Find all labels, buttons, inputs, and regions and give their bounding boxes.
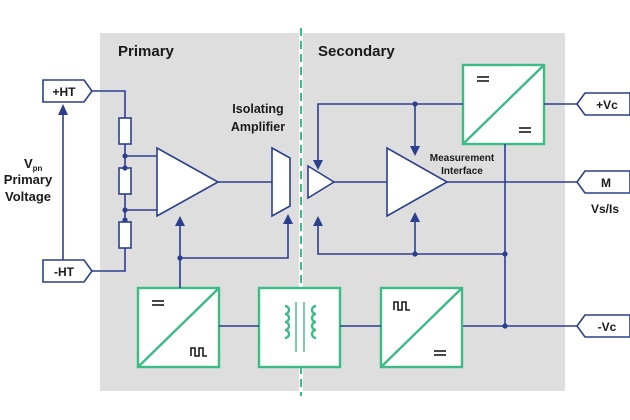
junction-dot [412, 251, 418, 257]
junction-dot [412, 101, 418, 107]
ht-wire-top [92, 90, 126, 118]
arrow-to-receiver [313, 160, 323, 170]
arrow-to-amplifier-top [410, 146, 420, 156]
minus-vc-terminal [576, 314, 630, 338]
m-output-terminal [576, 170, 630, 194]
arrow-to-receiver-bottom [313, 216, 323, 226]
resistor-1 [118, 117, 132, 145]
pulse-output-glyph [190, 347, 207, 357]
primary-amplifier [156, 146, 220, 218]
arrow-to-primary-amp [175, 216, 185, 226]
plus-vc-terminal [576, 92, 630, 116]
arrow-to-isolator [283, 214, 293, 224]
primary-voltage-label-1: Primary [4, 172, 53, 187]
junction-dot [177, 255, 183, 261]
minus-vc-label: -Vc [598, 320, 617, 334]
junction-dot [122, 217, 128, 223]
minus-ht-terminal [42, 259, 93, 283]
transformer-primary-coil [284, 304, 291, 340]
isolating-amplifier-block [271, 146, 291, 218]
junction-dot [502, 323, 508, 329]
vs-is-label: Vs/Is [591, 202, 619, 216]
converter-bottom-left-diagonal [137, 287, 220, 368]
secondary-return-rail [317, 222, 505, 255]
primary-supply-rail [179, 222, 289, 288]
plus-ht-terminal [42, 79, 93, 103]
secondary-receiver [307, 164, 336, 200]
dc-converter-top-diagonal [462, 64, 545, 145]
junction-dot [122, 165, 128, 171]
junction-dot [122, 153, 128, 159]
plus-ht-label: +HT [52, 85, 76, 99]
primary-voltage-arrowhead [58, 104, 68, 115]
isolation-transformer [257, 286, 342, 369]
junction-dot [122, 207, 128, 213]
converter-bottom-right-diagonal [380, 287, 463, 368]
transformer-secondary-coil [310, 304, 317, 340]
pulse-input-glyph [393, 301, 410, 311]
primary-label: Primary [118, 43, 175, 60]
isolating-label-2: Amplifier [231, 120, 285, 134]
arrow-to-amplifier-bottom [410, 212, 420, 222]
vpn-label: Vpn [24, 156, 43, 173]
measurement-amplifier [386, 146, 449, 218]
isolating-label-1: Isolating [232, 102, 283, 116]
minus-ht-label: -HT [54, 265, 75, 279]
plus-vc-label: +Vc [596, 98, 618, 112]
secondary-label: Secondary [318, 43, 395, 60]
ht-wire-bottom [92, 248, 126, 272]
measurement-label-2: Interface [441, 166, 483, 177]
resistor-3 [118, 221, 132, 249]
junction-dot [502, 251, 508, 257]
resistor-2 [118, 167, 132, 195]
measurement-label-1: Measurement [430, 153, 495, 164]
primary-voltage-label-2: Voltage [5, 189, 51, 204]
m-label: M [601, 176, 611, 190]
